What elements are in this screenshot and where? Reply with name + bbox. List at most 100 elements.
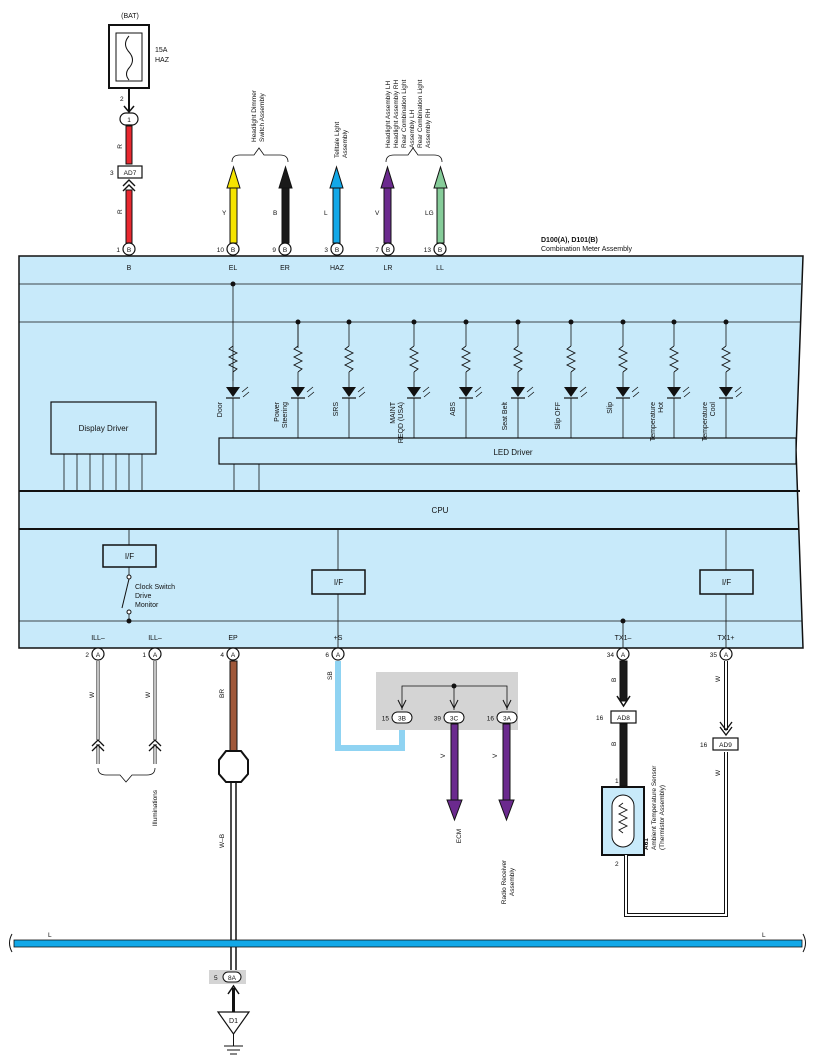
bottom-pin-number: 34 <box>607 652 615 659</box>
sensor-pin2: 2 <box>615 861 619 868</box>
wire-v-lr: V <box>375 165 395 244</box>
wire-l-haz: L <box>324 165 344 244</box>
bottom-pin-label: ILL– <box>148 635 162 642</box>
meter-connector-id: D100(A), D101(B) <box>541 237 598 244</box>
junction-pin-number: 15 <box>382 716 390 723</box>
top-pin-number: 13 <box>424 247 432 254</box>
top-pin-connector: B <box>438 247 442 254</box>
svg-text:Assembly RH: Assembly RH <box>425 108 432 148</box>
top-pin-number: 3 <box>324 247 328 254</box>
svg-text:Clock Switch: Clock Switch <box>135 584 175 591</box>
if-box-clock: I/F <box>102 544 157 568</box>
ad8-pin: 16 <box>596 715 604 722</box>
ecm-wire: V ECM <box>440 723 463 843</box>
tx1-minus-wire: B 16 AD8 B 1 2 A61 Ambient Temperature S… <box>596 660 728 917</box>
ep-ground-wire: BR W–B 5 8A D1 <box>209 660 251 1055</box>
top-pin-number: 7 <box>375 247 379 254</box>
svg-text:Telltale Light: Telltale Light <box>334 122 341 158</box>
wire-v1-label: V <box>440 753 447 758</box>
ad7-label: AD7 <box>124 170 137 177</box>
meter-internal-lines <box>128 284 727 648</box>
svg-text:Assembly: Assembly <box>509 867 516 896</box>
junction-pin-0: 3B 15 <box>382 711 413 724</box>
bottom-pin-1: ILL–A1 <box>142 635 162 661</box>
bottom-pin-number: 6 <box>325 652 329 659</box>
top-pin-number: 1 <box>116 247 120 254</box>
bottom-pin-number: 2 <box>85 652 89 659</box>
top-pin-0: B1B <box>116 242 136 272</box>
junction-pin-id: 3A <box>503 716 512 723</box>
svg-text:Switch Assembly: Switch Assembly <box>259 92 266 142</box>
wire-w1-label: W <box>89 691 96 698</box>
led-7: Slip <box>607 319 640 438</box>
wire-y-el: Y <box>222 165 241 244</box>
wire-v2-label: V <box>492 753 499 758</box>
bottom-pin-label: EP <box>228 635 238 642</box>
bottom-pin-connector: A <box>96 652 101 659</box>
wire-b-label: B <box>273 210 277 217</box>
headlight-dimmer-label: Headlight Dimmer Switch Assembly <box>251 89 266 142</box>
junction-pin-2: 3A 16 <box>487 711 518 724</box>
led-label: REQD (USA) <box>398 402 405 443</box>
bus-left-label: L <box>48 932 52 939</box>
svg-text:Radio Receiver: Radio Receiver <box>501 859 508 904</box>
top-pin-connector: B <box>386 247 390 254</box>
junction-pin-number: 16 <box>487 716 495 723</box>
top-pin-label: LR <box>384 265 393 272</box>
bat-label: (BAT) <box>121 13 139 20</box>
led-label: Hot <box>658 402 665 413</box>
fuse-haz: (BAT) 15A HAZ 2 <box>108 13 170 103</box>
led-label: Temperature <box>650 402 657 441</box>
bottom-pin-connector: A <box>621 652 626 659</box>
wire-br-label: BR <box>219 689 226 698</box>
top-pin-label: ER <box>280 265 290 272</box>
svg-text:Assembly LH: Assembly LH <box>409 109 416 148</box>
sensor-pin1: 1 <box>615 778 619 785</box>
led-label: ABS <box>450 402 457 416</box>
illuminations-label: Illuminations <box>152 789 159 826</box>
junction-pin-id: 3B <box>398 716 406 723</box>
bottom-pin-number: 4 <box>220 652 224 659</box>
wire-r-upper: R <box>117 144 124 149</box>
bottom-pin-connector: A <box>336 652 341 659</box>
headlight-group-label: Headlight Assembly LH Headlight Assembly… <box>385 79 432 148</box>
svg-text:Drive: Drive <box>135 593 151 600</box>
sb-wire: SB <box>327 661 405 751</box>
junction-pin-id: 3C <box>450 716 459 723</box>
wire-wb-label: W–B <box>219 834 226 848</box>
bottom-pin-label: ILL– <box>91 635 105 642</box>
top-pin-label: LL <box>436 265 444 272</box>
tx1-plus-wire: W 16 AD9 W <box>700 661 739 776</box>
svg-text:Headlight Assembly RH: Headlight Assembly RH <box>393 79 400 148</box>
ground-pin: 5 <box>214 975 218 982</box>
cpu-label: CPU <box>432 506 449 515</box>
bottom-pin-connector: A <box>153 652 158 659</box>
top-pin-connector: B <box>231 247 235 254</box>
illumination-wires: W W Illuminations <box>89 661 162 826</box>
led-label: Slip <box>607 402 614 414</box>
radio-wire: V Radio Receiver Assembly <box>492 723 516 904</box>
led-label: SRS <box>333 402 340 417</box>
bottom-pin-0: ILL– A2 <box>85 635 105 661</box>
bottom-pin-number: 35 <box>710 652 718 659</box>
wire-w4-label: W <box>715 769 722 776</box>
led-label: Door <box>217 401 224 417</box>
led-label: Slip OFF <box>555 402 562 430</box>
svg-text:Rear Combination Light: Rear Combination Light <box>417 80 424 148</box>
svg-text:Assembly: Assembly <box>342 129 349 158</box>
wire-l-label: L <box>324 210 328 217</box>
top-pin-label: EL <box>229 265 238 272</box>
wire-sb-label: SB <box>327 671 334 680</box>
top-pin-number: 10 <box>217 247 225 254</box>
svg-text:(Thermistor Assembly): (Thermistor Assembly) <box>659 785 666 850</box>
